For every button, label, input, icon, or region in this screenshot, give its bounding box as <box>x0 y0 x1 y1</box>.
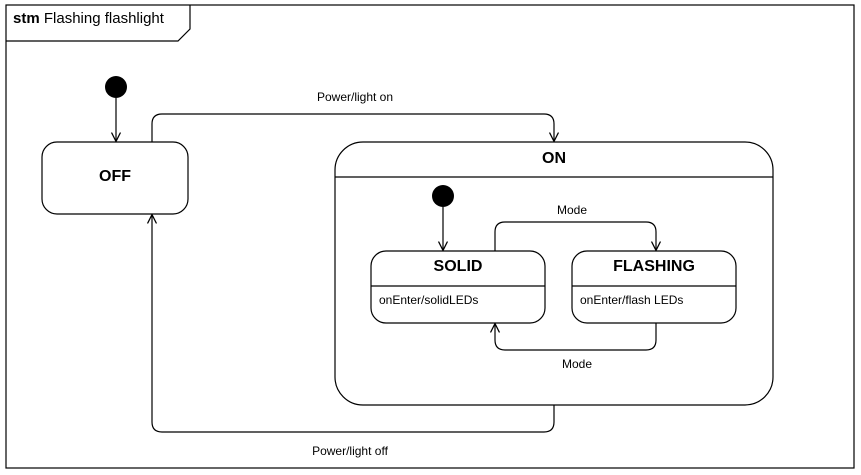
state-solid-activity: onEnter/solidLEDs <box>379 293 479 307</box>
state-flashing-name: FLASHING <box>613 258 695 275</box>
frame-keyword: stm <box>13 10 40 27</box>
state-solid <box>370 250 546 324</box>
state-off <box>41 141 189 215</box>
initial-pseudostate-top <box>105 76 127 98</box>
state-flashing <box>571 250 737 324</box>
transition-off-to-on <box>151 113 554 142</box>
frame-label-tab <box>6 5 191 42</box>
state-off-name: OFF <box>99 168 131 185</box>
diagram-frame <box>5 4 855 469</box>
transition-solid-to-flashing <box>494 221 656 251</box>
initial-pseudostate-on <box>432 185 454 207</box>
state-flashing-activity: onEnter/flash LEDs <box>580 293 684 307</box>
frame-name: Flashing flashlight <box>43 10 164 27</box>
transition-label-flashing-to-solid: Mode <box>561 357 593 371</box>
state-solid-name: SOLID <box>433 258 483 275</box>
transition-on-to-off <box>152 215 555 433</box>
transition-flashing-to-solid <box>495 323 657 351</box>
transition-label-solid-to-flashing: Mode <box>556 203 588 217</box>
state-on-name: ON <box>542 150 566 167</box>
frame-label: stm Flashing flashlight <box>13 9 164 29</box>
transition-label-on-to-off: Power/light off <box>312 444 388 458</box>
transition-label-off-to-on: Power/light on <box>316 90 394 104</box>
